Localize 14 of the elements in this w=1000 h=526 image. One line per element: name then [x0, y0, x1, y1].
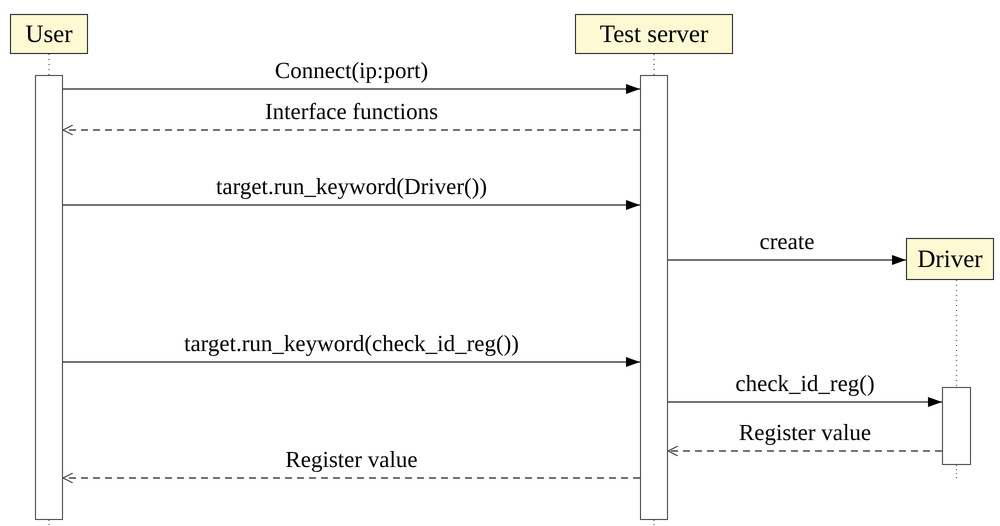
message-arrow: [668, 397, 942, 407]
activation-bar: [942, 387, 971, 465]
return-arrow: [668, 446, 942, 456]
participant-box: Driver: [906, 238, 994, 280]
participant-box: User: [10, 14, 88, 54]
message-arrow: [63, 200, 640, 210]
message-arrow: [668, 255, 906, 265]
return-arrow: [62, 124, 640, 136]
message-arrow: [63, 84, 640, 94]
message-arrow: [63, 357, 640, 367]
return-arrow: [62, 472, 640, 484]
participant-box: Test server: [575, 14, 733, 54]
activation-bar: [35, 75, 63, 520]
activation-bar: [640, 75, 668, 520]
